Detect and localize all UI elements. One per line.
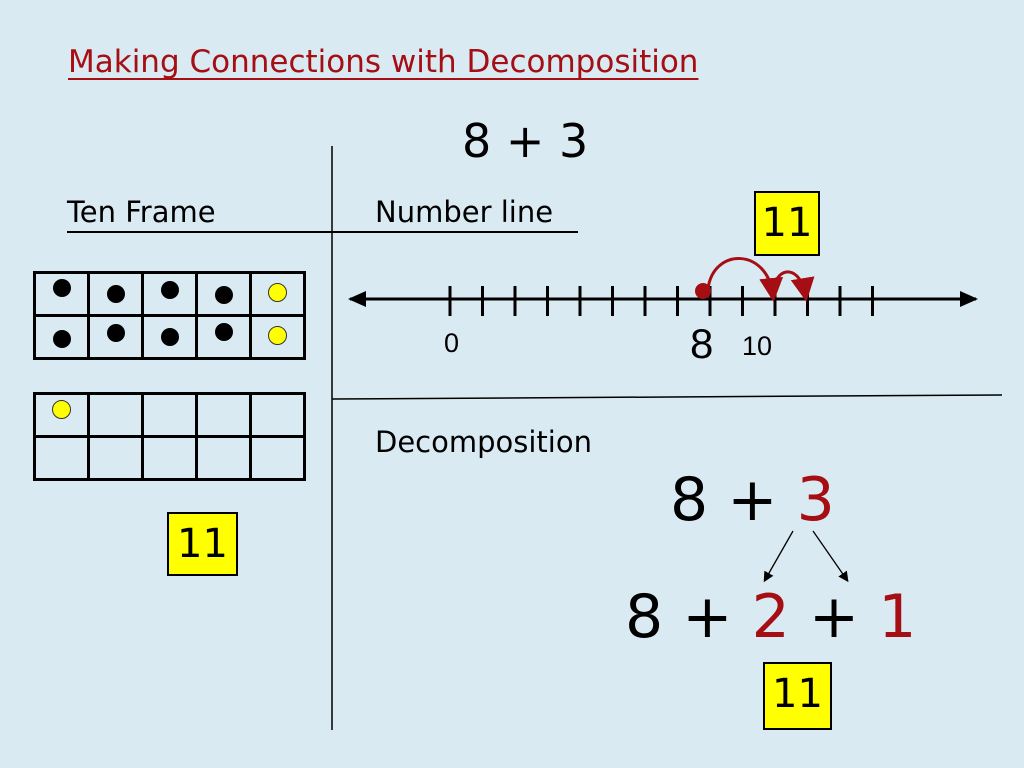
ten-frame-label: Ten Frame [67,195,216,229]
ten-frame-cell [195,435,252,481]
counter-black [160,328,179,346]
decomposition-label: Decomposition [375,425,592,459]
number-line-ticks [448,286,874,316]
eq2-term-b: 2 [751,582,790,652]
number-line-jumps [695,257,815,302]
counter-black [52,279,71,297]
label-ten: 10 [742,331,772,361]
ten-frame-cell [141,314,198,360]
number-line-answer-box: 11 [754,191,820,256]
ten-frame-cell [87,435,144,481]
counter-black [52,330,71,348]
ten-frame-1 [33,271,306,360]
horizontal-divider [331,394,1003,400]
counter-black [214,286,233,304]
ten-frame-cell [141,392,198,438]
ten-frame-answer-box: 11 [167,512,238,576]
ten-frame-cell [33,314,90,360]
label-eight: 8 [690,320,713,367]
split-arrow-left [763,530,794,583]
decomposition-answer-box: 11 [763,662,832,730]
counter-yellow [268,325,287,345]
counter-yellow [52,399,71,419]
main-equation: 8 + 3 [462,114,589,168]
split-arrow-right [812,530,849,583]
ten-frame-cell [195,271,252,317]
counter-black [106,324,125,342]
ten-frame-cell [141,435,198,481]
ten-frame-cell [249,271,306,317]
page-title: Making Connections with Decomposition [68,44,699,80]
counter-black [106,285,125,303]
decomposition-equation-2: 8 + 2 + 1 [625,582,916,652]
ten-frame-cell [195,392,252,438]
ten-frame-cell [33,435,90,481]
ten-frame-row [33,314,306,360]
counter-yellow [268,282,287,302]
eq2-term-c: 1 [878,582,917,652]
right-arrowhead [960,291,978,307]
ten-frame-cell [87,271,144,317]
decomposition-arrows [763,530,849,583]
ten-frame-row [33,392,306,438]
eq2-plus-2: + [808,582,860,652]
counter-black [160,281,179,299]
ten-frame-cell [249,392,306,438]
decomposition-equation-1: 8 + 3 [670,465,835,535]
ten-frame-cell [33,271,90,317]
ten-frame-cell [33,392,90,438]
ten-frame-cell [141,271,198,317]
eq2-term-a: 8 [625,582,664,652]
counter-black [214,323,233,341]
eq1-term-b: 3 [796,465,835,535]
ten-frame-cell [249,314,306,360]
ten-frame-cell [249,435,306,481]
jump-arc [771,270,815,302]
eq1-plus: + [727,465,778,535]
jump-arc [706,257,784,302]
ten-frame-cell [87,392,144,438]
ten-frame-cell [195,314,252,360]
left-arrowhead [348,291,366,307]
label-zero: 0 [444,328,459,358]
eq1-term-a: 8 [670,465,709,535]
ten-frame-row [33,435,306,481]
ten-frame-cell [87,314,144,360]
ten-frame-row [33,271,306,317]
number-line: 0 8 10 [348,257,978,367]
eq2-plus-1: + [682,582,733,652]
number-line-label: Number line [375,195,554,229]
ten-frame-2 [33,392,306,481]
